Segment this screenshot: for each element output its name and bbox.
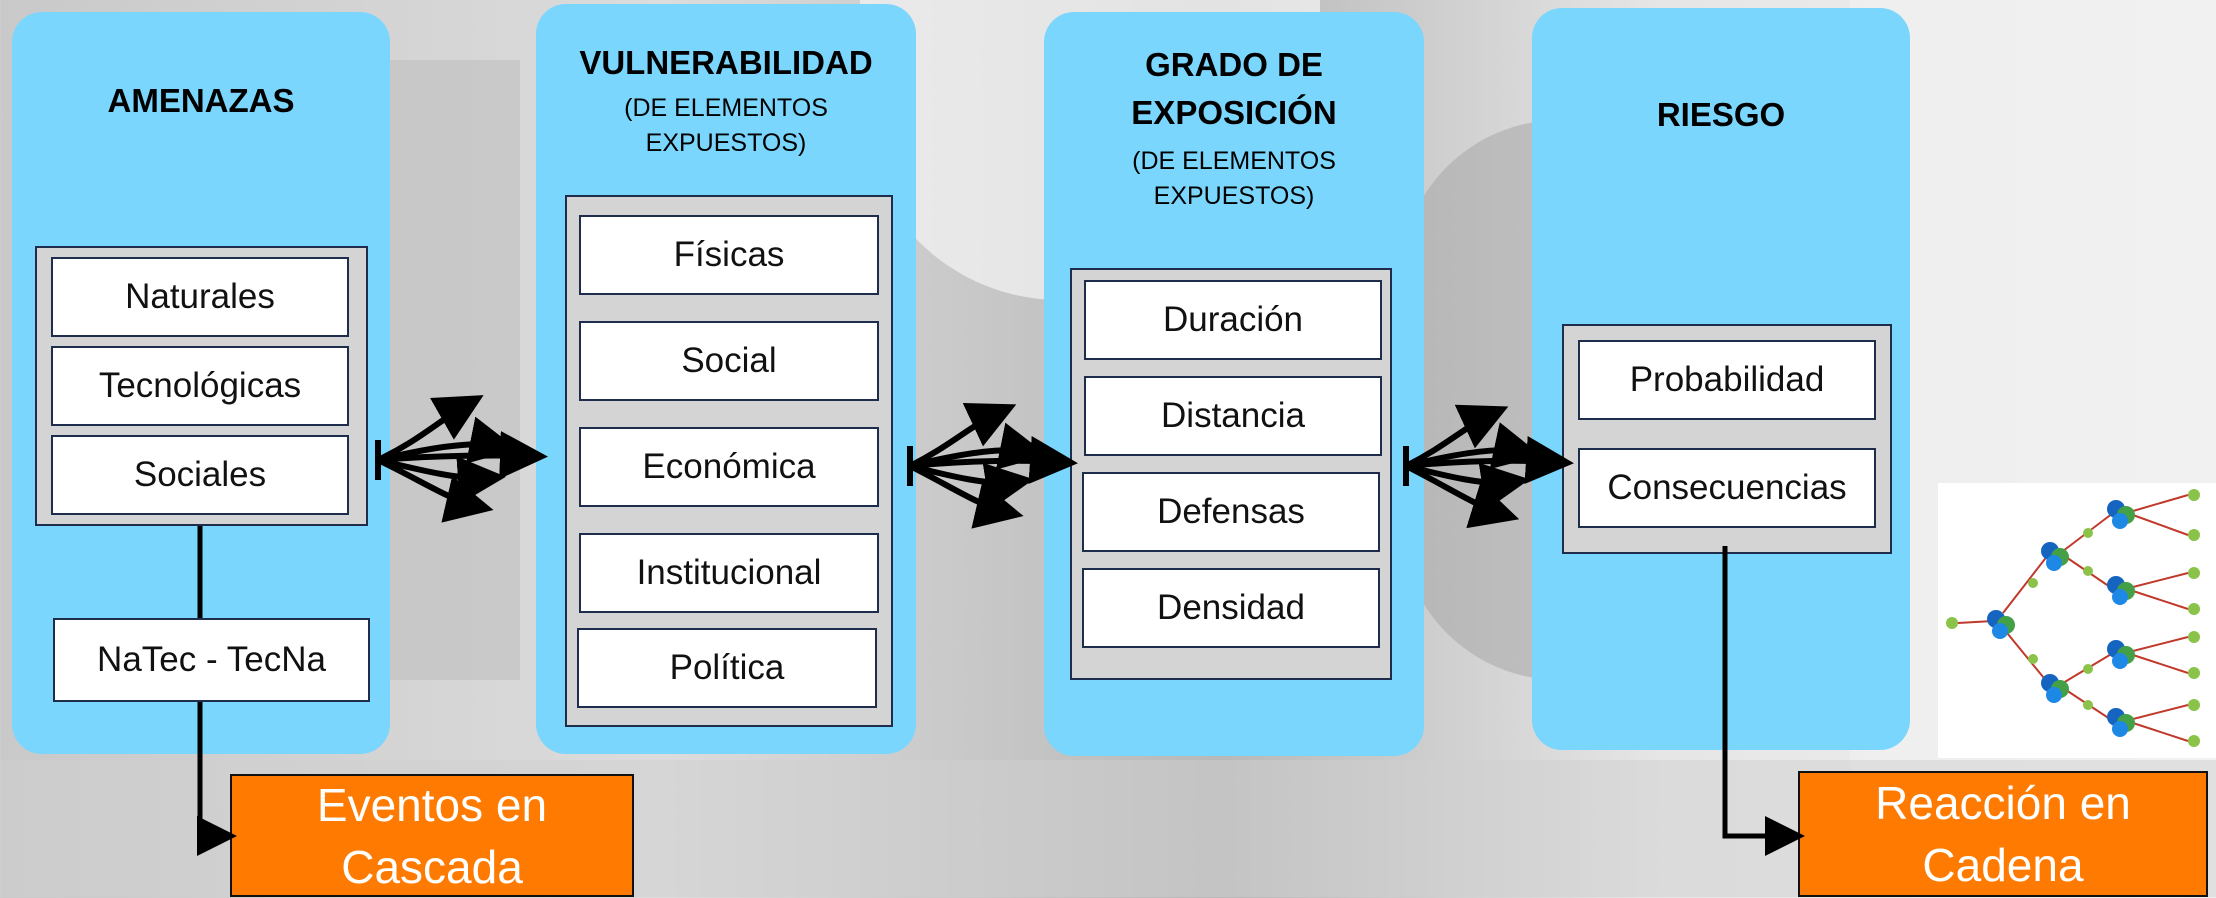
exposicion-panel: GRADO DE EXPOSICIÓN (DE ELEMENTOS EXPUES… xyxy=(1044,12,1424,756)
exposicion-sub-1: (DE ELEMENTOS xyxy=(1132,147,1336,175)
eventos-cascada-box: Eventos en Cascada xyxy=(230,774,634,897)
item-densidad: Densidad xyxy=(1082,568,1380,648)
amenazas-panel: AMENAZAS Naturales Tecnológicas Sociales… xyxy=(12,12,390,754)
reaccion-line-1: Reacción en xyxy=(1875,777,2131,829)
exposicion-title-1: GRADO DE xyxy=(1145,46,1323,83)
item-tecnologicas: Tecnológicas xyxy=(51,346,349,426)
chain-reaction-image xyxy=(1938,483,2216,758)
exposicion-title-2: EXPOSICIÓN xyxy=(1131,94,1337,131)
item-defensas: Defensas xyxy=(1082,472,1380,552)
item-naturales: Naturales xyxy=(51,257,349,337)
item-institucional: Institucional xyxy=(579,533,879,613)
vulnerabilidad-title: VULNERABILIDAD xyxy=(579,44,873,81)
item-economica: Económica xyxy=(579,427,879,507)
amenazas-group: Naturales Tecnológicas Sociales xyxy=(35,246,368,526)
exposicion-sub-2: EXPUESTOS) xyxy=(1153,182,1315,210)
item-duracion: Duración xyxy=(1084,280,1382,360)
eventos-line-2: Cascada xyxy=(341,840,523,893)
chain-reaction-graphic xyxy=(1946,489,2200,747)
vulnerabilidad-sub-2: EXPUESTOS) xyxy=(645,129,807,157)
item-social: Social xyxy=(579,321,879,401)
exposicion-group: Duración Distancia Defensas Densidad xyxy=(1070,268,1392,680)
vulnerabilidad-panel: VULNERABILIDAD (DE ELEMENTOS EXPUESTOS) … xyxy=(536,4,916,754)
arrow-bundle-1 xyxy=(375,395,548,523)
arrow-bundle-3 xyxy=(1403,404,1574,529)
natec-box: NaTec - TecNa xyxy=(53,618,370,702)
reaccion-line-2: Cadena xyxy=(1922,839,2084,891)
vulnerabilidad-sub-1: (DE ELEMENTOS xyxy=(624,94,828,122)
item-consecuencias: Consecuencias xyxy=(1578,448,1876,528)
item-politica: Política xyxy=(577,628,877,708)
item-sociales: Sociales xyxy=(51,435,349,515)
riesgo-group: Probabilidad Consecuencias xyxy=(1562,324,1892,554)
amenazas-title: AMENAZAS xyxy=(107,82,295,119)
connector-natec-cascada xyxy=(197,702,237,856)
eventos-line-1: Eventos en xyxy=(316,778,548,831)
item-probabilidad: Probabilidad xyxy=(1578,340,1876,420)
arrow-bundle-2 xyxy=(907,402,1078,529)
item-distancia: Distancia xyxy=(1084,376,1382,456)
riesgo-title: RIESGO xyxy=(1656,96,1786,133)
vulnerabilidad-group: Físicas Social Económica Institucional P… xyxy=(565,195,893,727)
riesgo-panel: RIESGO Probabilidad Consecuencias xyxy=(1532,8,1910,750)
item-fisicas: Físicas xyxy=(579,215,879,295)
connector-riesgo-cadena xyxy=(1722,546,1805,856)
